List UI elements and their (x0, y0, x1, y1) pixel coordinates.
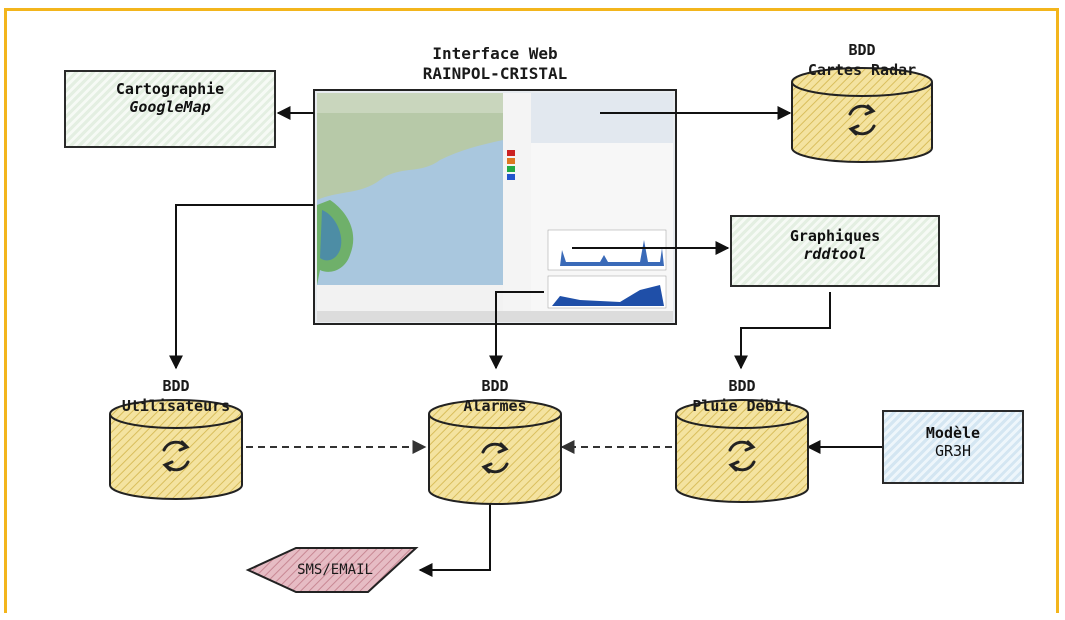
sms-email-label: SMS/EMAIL (297, 562, 373, 578)
cylinder-alarmes (428, 399, 562, 505)
arrow-graphiques-to-pluie (734, 292, 831, 370)
cartographie-title: Cartographie (115, 80, 225, 98)
cylinder-utilisateurs (109, 399, 243, 500)
interface-screenshot (313, 89, 677, 325)
db-label-utilisateurs: BDD Utilisateurs (121, 377, 231, 415)
sync-icon (848, 104, 876, 136)
sms-email-diamond (245, 547, 419, 593)
arrow-alarmes-to-sms (418, 502, 491, 577)
cartographie-box: Cartographie GoogleMap (64, 70, 276, 148)
sync-icon (728, 440, 756, 472)
cylinder-pluie-debit (675, 399, 809, 503)
sync-icon (162, 440, 190, 472)
graphiques-subtitle: rddtool (803, 245, 867, 263)
db-label-pluie-debit: BDD Pluie Débit (692, 377, 792, 415)
arrow-to-alarmes (489, 291, 544, 370)
arrow-to-utilisateurs (169, 204, 314, 370)
connectors (169, 106, 882, 577)
modele-subtitle: GR3H (934, 442, 972, 460)
modele-box: Modèle GR3H (882, 410, 1024, 484)
cylinder-cartes-radar (791, 67, 933, 163)
sync-icon (481, 442, 509, 474)
db-label-cartes-radar: BDD Cartes Radar (807, 41, 917, 79)
db-label-alarmes: BDD Alarmes (463, 377, 527, 415)
cartographie-subtitle: GoogleMap (129, 98, 211, 116)
modele-title: Modèle (925, 424, 981, 442)
diagram-frame (4, 8, 1059, 613)
graphiques-box: Graphiques rddtool (730, 215, 940, 287)
interface-title: Interface Web RAINPOL-CRISTAL (422, 44, 568, 83)
graphiques-title: Graphiques (789, 227, 881, 245)
